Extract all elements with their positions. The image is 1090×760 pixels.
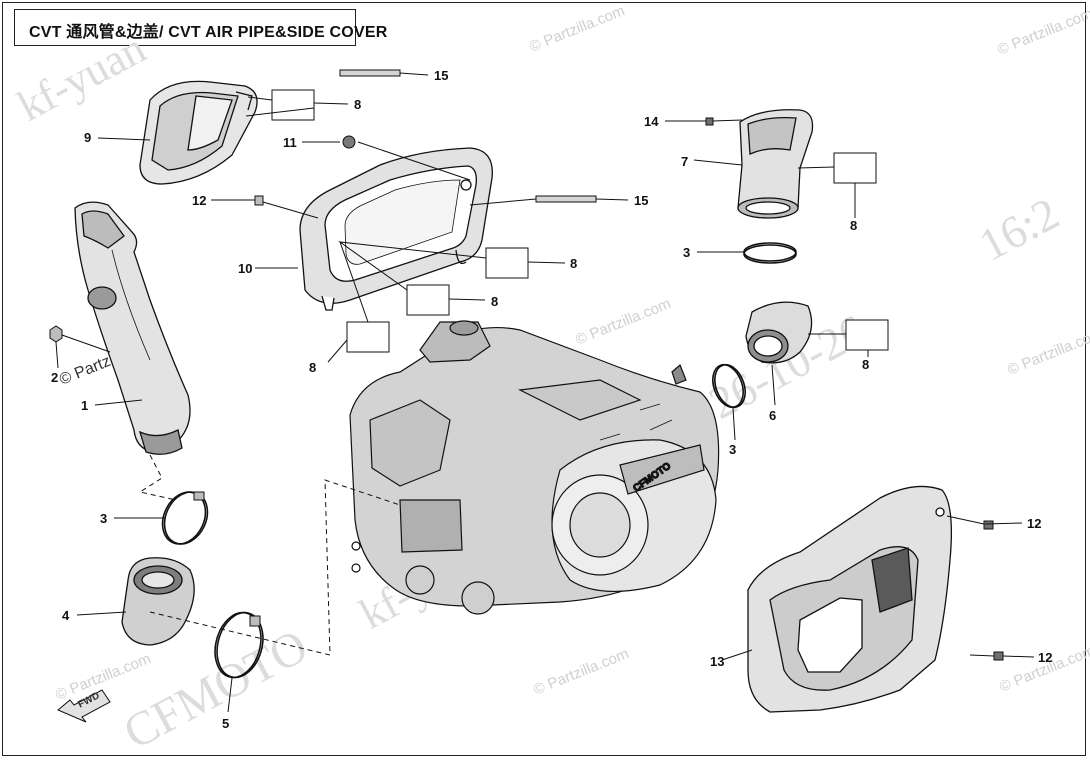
part-6-elbow-duct [745, 301, 813, 364]
callout-3: 3 [100, 511, 107, 526]
watermark-partzilla: © Partzilla.com [527, 2, 627, 56]
callout-2: 2 [51, 370, 58, 385]
part-3-clamp-middle [712, 363, 746, 409]
callout-8: 8 [570, 256, 577, 271]
watermark-partzilla: © Partzilla.com [1005, 325, 1090, 379]
label-tag [485, 247, 529, 279]
callout-12: 12 [192, 193, 206, 208]
callout-13: 13 [710, 654, 724, 669]
callout-4: 4 [62, 608, 70, 623]
part-8-label-tags [271, 89, 889, 353]
callout-8: 8 [354, 97, 361, 112]
callout-14: 14 [644, 114, 659, 129]
leader-lines [55, 72, 1035, 713]
callout-8: 8 [862, 357, 869, 372]
part-12-bolt-right [983, 520, 994, 530]
part-4-rubber-boot [121, 557, 195, 646]
callout-3: 3 [729, 442, 736, 457]
part-9-air-duct-cover [139, 80, 258, 185]
callout-5: 5 [222, 716, 229, 731]
callout-12: 12 [1038, 650, 1052, 665]
part-7-air-duct [737, 109, 814, 219]
part-13-side-cover [747, 485, 952, 713]
watermark-partzilla: © Partzilla.com [531, 645, 631, 699]
callout-8: 8 [491, 294, 498, 309]
watermark-partzilla: © Partzilla.com [573, 295, 673, 349]
watermark-date: 16:2 [971, 187, 1067, 270]
part-15-seal-strip-right [535, 195, 597, 203]
label-tag [346, 321, 390, 353]
part-1-air-intake-pipe [74, 201, 191, 455]
callout-1: 1 [81, 398, 88, 413]
label-tag [833, 152, 877, 184]
diagram-title: CVT 通风管&边盖/ CVT AIR PIPE&SIDE COVER [29, 24, 388, 41]
callout-12: 12 [1027, 516, 1041, 531]
part-3-clamp-upper-right [743, 242, 797, 264]
watermark-user: kf-yuan [10, 23, 154, 131]
label-tag [845, 319, 889, 351]
part-14-screw [705, 117, 714, 126]
watermark-partzilla: © Partzilla.com [995, 5, 1090, 59]
part-12-bolt-lower [993, 651, 1004, 661]
callout-9: 9 [84, 130, 91, 145]
callout-7: 7 [681, 154, 688, 169]
callout-8: 8 [309, 360, 316, 375]
dashed-assembly-lines [138, 454, 401, 656]
label-tag [271, 89, 315, 121]
part-11-grommet [342, 135, 356, 149]
part-5-hose-clamp [214, 611, 264, 679]
callout-15-top: 15 [434, 68, 448, 83]
part-12-bolt-top [254, 195, 264, 206]
callout-8: 8 [850, 218, 857, 233]
part-2-nut [49, 325, 63, 343]
callout-labels: 15 8 9 11 12 15 10 8 8 8 2 1 14 7 8 3 8 … [51, 68, 1052, 731]
title-box: CVT 通风管&边盖/ CVT AIR PIPE&SIDE COVER [14, 9, 387, 46]
callout-3: 3 [683, 245, 690, 260]
label-tag [406, 284, 450, 316]
callout-10: 10 [238, 261, 252, 276]
part-10-cvt-cover [299, 147, 493, 311]
engine-assembly: CFMOTO [349, 320, 720, 615]
callout-6: 6 [769, 408, 776, 423]
callout-15-right: 15 [634, 193, 648, 208]
callout-11: 11 [283, 135, 297, 150]
part-15-seal-strip-top [339, 69, 401, 77]
part-3-clamp-left [161, 491, 209, 545]
